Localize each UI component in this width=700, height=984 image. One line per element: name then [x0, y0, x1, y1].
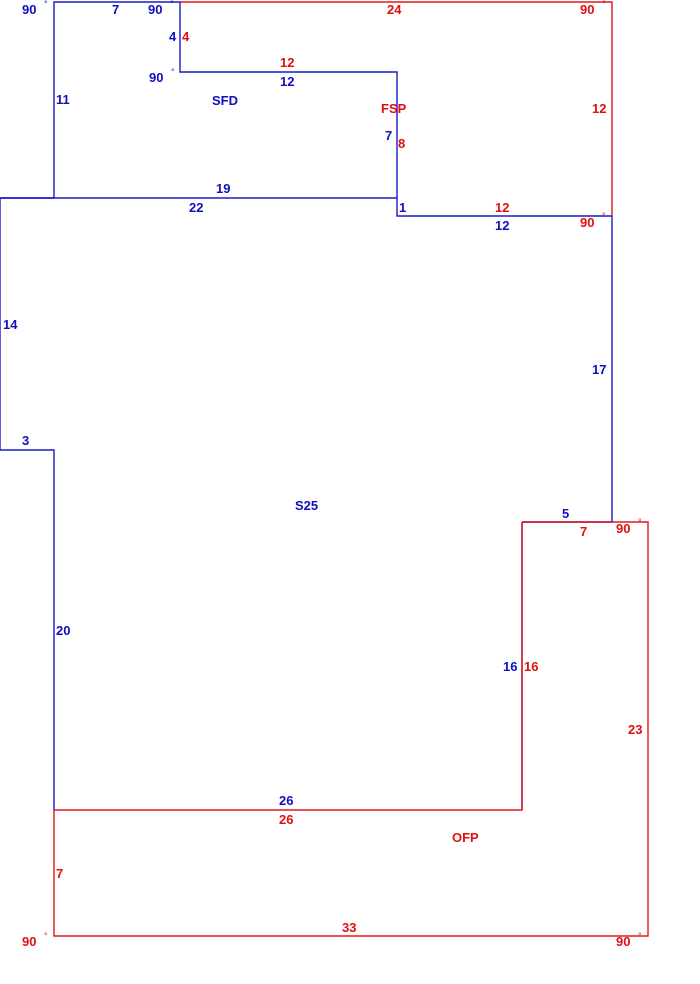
dim-blue-left-14: 14 — [3, 317, 18, 332]
svg-text:90: 90 — [616, 521, 630, 536]
red-dimensions: 24 4 12 12 8 12 7 16 23 26 7 33 — [56, 2, 642, 935]
fsp-outline — [180, 1, 613, 216]
svg-text:°: ° — [44, 931, 48, 941]
svg-text:90: 90 — [616, 934, 630, 949]
dim-blue-left-20: 20 — [56, 623, 70, 638]
ofp-outline — [53, 521, 649, 937]
dim-blue-ofp-5: 5 — [562, 506, 569, 521]
dim-blue-step-1: 1 — [399, 200, 406, 215]
area-label-s25: S25 — [295, 498, 318, 513]
svg-text:°: ° — [171, 67, 175, 77]
dim-blue-mid-22: 22 — [189, 200, 203, 215]
blue-outline — [0, 1, 613, 810]
dim-red-left-7: 7 — [56, 866, 63, 881]
angle-fsp-step: 90 ° — [580, 211, 606, 230]
dim-red-ofp-7: 7 — [580, 524, 587, 539]
area-label-ofp: OFP — [452, 830, 479, 845]
dim-blue-top-7: 7 — [112, 2, 119, 17]
dim-blue-mid-19: 19 — [216, 181, 230, 196]
svg-text:°: ° — [602, 0, 606, 9]
angle-fsp-top-right: 90 ° — [580, 0, 606, 17]
dim-blue-notch-4: 4 — [169, 29, 177, 44]
angle-bottom-left: 90 ° — [22, 931, 48, 949]
svg-text:90: 90 — [148, 2, 162, 17]
angle-ofp-top-right: 90 ° — [616, 517, 642, 536]
dim-blue-notch-12: 12 — [280, 74, 294, 89]
dim-red-ofp-16: 16 — [524, 659, 538, 674]
svg-text:90: 90 — [580, 215, 594, 230]
angle-top-notch: 90 ° — [148, 0, 174, 17]
angle-bottom-right: 90 ° — [616, 931, 642, 949]
sfd-top-edge — [53, 1, 398, 198]
angle-notch-inner: 90 ° — [149, 67, 175, 85]
dim-blue-left-11: 11 — [56, 92, 70, 107]
dim-red-bottom-33: 33 — [342, 920, 356, 935]
blue-dimensions: 7 11 4 12 7 19 22 1 12 14 3 17 5 20 16 2… — [3, 2, 606, 808]
dim-blue-step-12: 12 — [495, 218, 509, 233]
dim-red-right-12: 12 — [592, 101, 606, 116]
svg-text:90: 90 — [149, 70, 163, 85]
svg-text:°: ° — [602, 211, 606, 221]
red-outline — [53, 1, 649, 937]
s25-right-step — [396, 198, 613, 522]
angle-labels: 90 ° 90 ° 90 ° 90 ° 90 ° 90 ° 90 ° 90 ° — [22, 0, 642, 949]
svg-text:°: ° — [170, 0, 174, 9]
svg-text:°: ° — [44, 0, 48, 9]
dim-red-fsp-8: 8 — [398, 136, 405, 151]
svg-text:90: 90 — [580, 2, 594, 17]
svg-text:°: ° — [638, 517, 642, 527]
s25-outline — [0, 197, 55, 810]
area-label-sfd: SFD — [212, 93, 238, 108]
dim-blue-left-3: 3 — [22, 433, 29, 448]
area-label-fsp: FSP — [381, 101, 407, 116]
svg-text:°: ° — [638, 931, 642, 941]
dim-red-right-23: 23 — [628, 722, 642, 737]
dim-red-step-12: 12 — [495, 200, 509, 215]
svg-text:90: 90 — [22, 2, 36, 17]
dim-blue-ofp-16: 16 — [503, 659, 517, 674]
dim-red-bottom-26: 26 — [279, 812, 293, 827]
angle-top-left: 90 ° — [22, 0, 48, 17]
dim-blue-bottom-26: 26 — [279, 793, 293, 808]
dim-red-notch-4: 4 — [182, 29, 190, 44]
dim-blue-fsp-7: 7 — [385, 128, 392, 143]
dim-blue-right-17: 17 — [592, 362, 606, 377]
dim-red-top-24: 24 — [387, 2, 402, 17]
svg-text:90: 90 — [22, 934, 36, 949]
dim-red-notch-12: 12 — [280, 55, 294, 70]
